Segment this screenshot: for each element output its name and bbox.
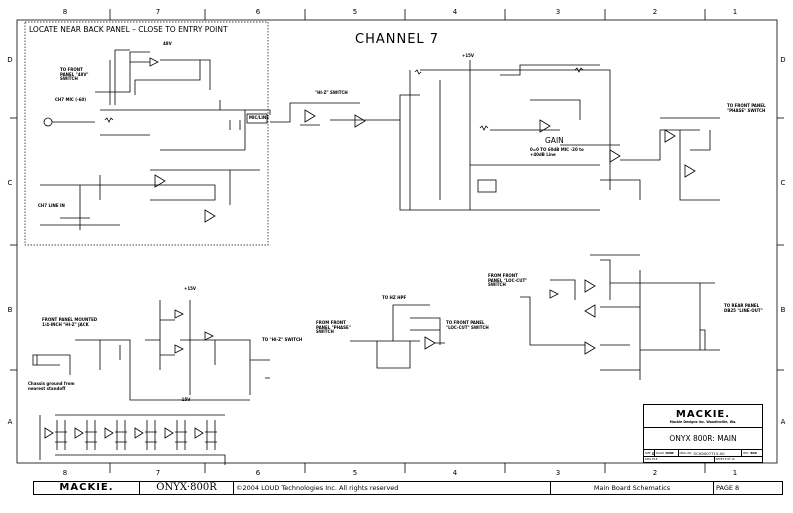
label-48v: 48V — [163, 41, 172, 46]
label-plus15v-top: +15V — [462, 53, 475, 58]
mic-line-switch — [246, 113, 268, 124]
dwg-no-value: SCH0007715-00 — [693, 450, 725, 456]
xlr-jack-icon — [43, 117, 53, 127]
row-label: B — [8, 306, 13, 314]
scale-label: SCALE — [656, 451, 665, 455]
footer-page: PAGE 8 — [713, 481, 783, 495]
drawing-title: ONYX 800R: MAIN — [669, 434, 737, 444]
label-to-hz-hpf: TO HZ HPF — [382, 295, 407, 300]
footer-logo: MACKIE. — [33, 481, 140, 495]
label-plus15v-b: +15V — [184, 286, 197, 291]
footer-product: ONYX·800R — [139, 481, 234, 495]
size-label: SIZE — [645, 451, 651, 455]
row-label: A — [8, 418, 13, 426]
column-label: 5 — [353, 469, 357, 477]
mic-preamp-circuit — [40, 49, 720, 230]
opamp-icon — [44, 420, 67, 450]
label-mic-line: MIC/LINE — [249, 115, 269, 120]
size-value: D — [652, 450, 656, 456]
column-label: 1 — [733, 8, 737, 16]
label-minus15v-b: -15V — [180, 397, 191, 402]
scale-value: NONE — [665, 451, 674, 455]
label-front-panel-mounted: FRONT PANEL MOUNTED 1/4-INCH "HI-Z" JACK — [42, 317, 98, 327]
column-label: 7 — [156, 8, 160, 16]
label-to-rear-panel: TO REAR PANEL DB25 "LINE-OUT" — [724, 303, 763, 313]
boxed-note: LOCATE NEAR BACK PANEL – CLOSE TO ENTRY … — [29, 25, 228, 34]
column-label: 8 — [63, 8, 67, 16]
column-label: 8 — [63, 469, 67, 477]
dwg-file-label: DWG FILE — [645, 458, 658, 462]
rev-label: REV. — [743, 451, 749, 455]
column-label: 1 — [733, 469, 737, 477]
sheet-title: CHANNEL 7 — [355, 32, 439, 47]
hpf-circuit — [350, 304, 445, 369]
label-gain-range: 0=0 TO 60dB MIC -20 to +40dB Line — [530, 147, 584, 157]
opamp-icon — [134, 420, 157, 450]
quarter-inch-jack-icon — [32, 354, 38, 366]
label-ch7-line-in: CH7 LINE IN — [38, 203, 65, 208]
back-panel-region — [24, 21, 269, 246]
hiz-input-circuit — [32, 300, 270, 465]
opamp-icon — [74, 420, 97, 450]
rev-value: B00 — [750, 451, 757, 456]
label-gain: GAIN — [545, 136, 564, 145]
opamp-icon — [164, 420, 187, 450]
label-from-front-panel-locut: FROM FRONT PANEL "LOC-CUT" SWITCH — [488, 273, 528, 288]
column-label: 5 — [353, 8, 357, 16]
label-to-front-panel-48v: TO FRONT PANEL "48V" SWITCH — [60, 67, 89, 82]
row-label: C — [8, 179, 13, 187]
row-label: B — [781, 306, 786, 314]
mackie-logo: MACKIE. — [675, 408, 731, 420]
label-from-front-panel-phase: FROM FRONT PANEL "PHASE" SWITCH — [316, 320, 351, 335]
column-label: 4 — [453, 469, 458, 477]
label-hiz-switch: "HI-Z" SWITCH — [315, 90, 348, 95]
row-label: D — [780, 56, 785, 64]
opamp-icon — [194, 420, 217, 450]
label-to-hiz-switch: TO "HI-Z" SWITCH — [262, 337, 303, 342]
column-label: 2 — [653, 8, 657, 16]
row-label: D — [7, 56, 12, 64]
opamp-icon — [104, 420, 127, 450]
label-chassis-ground: Chassis ground from nearest standoff — [28, 381, 75, 391]
footer-doc-title: Main Board Schematics — [550, 481, 714, 495]
dwg-no-label: DWG. NO. — [679, 451, 693, 455]
title-block: MACKIE. Mackie Designs Inc. Woodinville,… — [643, 404, 763, 463]
column-label: 3 — [556, 8, 560, 16]
label-to-front-panel-locut: TO FRONT PANEL "LOC-CUT" SWITCH — [446, 320, 489, 330]
row-label: A — [781, 418, 786, 426]
label-to-front-panel-phase: TO FRONT PANEL "PHASE" SWITCH — [727, 103, 766, 113]
column-label: 3 — [556, 469, 560, 477]
column-label: 6 — [256, 469, 261, 477]
line-out-driver-circuit — [520, 254, 720, 380]
sheet-number: SHEET 8 OF 10 — [715, 458, 735, 462]
company-name: Mackie Designs Inc. Woodinville, Wa. — [669, 419, 737, 424]
sheet-frame — [10, 9, 784, 473]
column-label: 7 — [156, 469, 160, 477]
column-label: 4 — [453, 8, 458, 16]
label-ch7-mic: CH7 MIC (-60) — [55, 97, 87, 102]
column-label: 2 — [653, 469, 657, 477]
row-label: C — [781, 179, 786, 187]
footer-copyright: ©2004 LOUD Technologies Inc. All rights … — [233, 481, 551, 495]
column-label: 6 — [256, 8, 261, 16]
